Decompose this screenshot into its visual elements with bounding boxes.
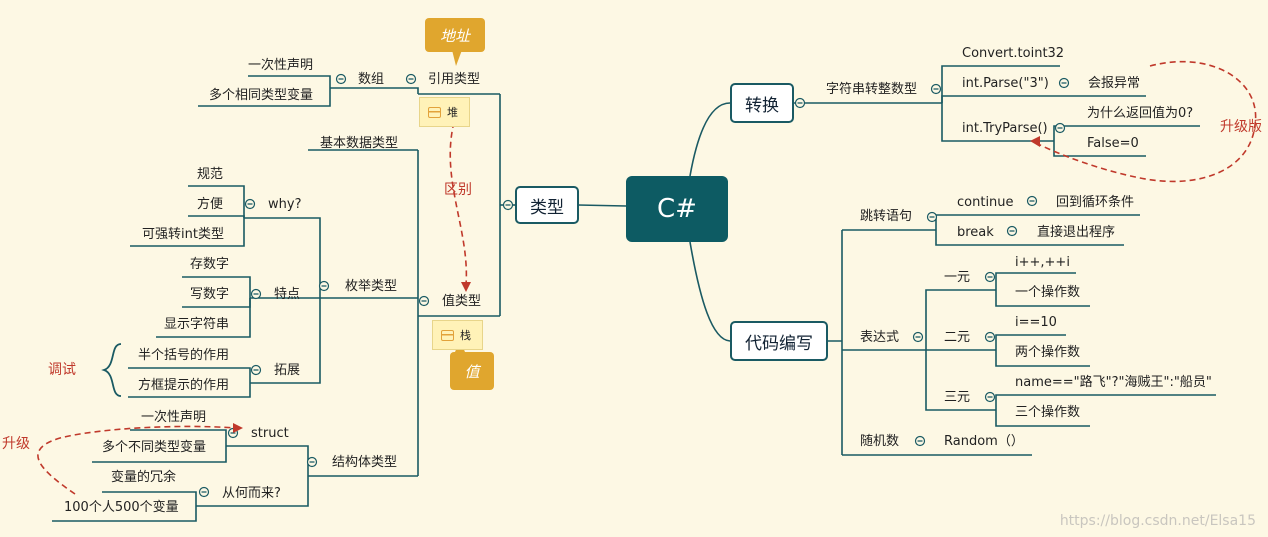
- value-tag-label: 值: [464, 362, 480, 381]
- center-label: C#: [657, 194, 697, 224]
- debug-label: 调试: [48, 362, 76, 378]
- why-label: why?: [268, 197, 302, 212]
- jump-note: 回到循环条件: [1056, 195, 1135, 210]
- jump-item: break: [957, 225, 994, 240]
- random-value: Random（）: [944, 434, 1024, 449]
- code-node: 代码编写: [730, 321, 828, 361]
- struct-child: 一次性声明: [141, 410, 207, 425]
- origin-child: 变量的冗余: [111, 470, 177, 485]
- unary-label: 一元: [944, 270, 971, 285]
- ternary-child: name=="路飞"?"海贼王":"船员": [1015, 375, 1212, 390]
- convert-sub: 字符串转整数型: [826, 82, 918, 97]
- jump-note: 直接退出程序: [1037, 225, 1116, 240]
- value-tag: 值: [450, 352, 494, 390]
- convert-label: 转换: [745, 95, 779, 116]
- array-child: 一次性声明: [248, 58, 314, 73]
- binary-child: 两个操作数: [1015, 345, 1081, 360]
- note-icon: [441, 329, 454, 341]
- ref-type: 引用类型: [428, 72, 481, 87]
- enum-label: 枚举类型: [345, 279, 398, 294]
- feature-child: 存数字: [190, 257, 230, 272]
- tryparse-note: False=0: [1087, 136, 1139, 151]
- extend-child: 半个括号的作用: [138, 348, 230, 363]
- code-label: 代码编写: [745, 333, 813, 354]
- diff-label: 区别: [444, 182, 472, 198]
- struct-child: 多个不同类型变量: [102, 440, 207, 455]
- jump-item: continue: [957, 195, 1014, 210]
- heap-note-label: 堆: [447, 106, 458, 119]
- address-tag: 地址: [425, 18, 485, 52]
- watermark: https://blog.csdn.net/Elsa15: [1059, 513, 1256, 529]
- struct-type-label: 结构体类型: [332, 455, 398, 470]
- unary-child: i++,++i: [1015, 255, 1070, 270]
- feature-child: 显示字符串: [164, 317, 230, 332]
- feature-label: 特点: [274, 287, 301, 302]
- binary-label: 二元: [944, 330, 971, 345]
- why-child: 方便: [197, 197, 224, 212]
- array-child: 多个相同类型变量: [209, 88, 314, 103]
- convert-item: int.TryParse(): [962, 121, 1048, 136]
- parse-note: 会报异常: [1088, 76, 1141, 91]
- type-node: 类型: [515, 186, 579, 224]
- ternary-label: 三元: [944, 390, 971, 405]
- upgrade-label: 升级: [2, 436, 30, 452]
- type-label: 类型: [530, 197, 564, 218]
- origin-label: 从何而来?: [222, 486, 281, 501]
- unary-child: 一个操作数: [1015, 285, 1081, 300]
- why-child: 规范: [197, 167, 224, 182]
- binary-child: i==10: [1015, 315, 1057, 330]
- ternary-child: 三个操作数: [1015, 405, 1081, 420]
- convert-item: int.Parse("3"): [962, 76, 1049, 91]
- expr-label: 表达式: [860, 330, 900, 345]
- why-child: 可强转int类型: [142, 227, 224, 242]
- address-tag-label: 地址: [439, 26, 470, 45]
- upgrade-version-label: 升级版: [1220, 119, 1262, 135]
- origin-child: 100个人500个变量: [64, 500, 179, 515]
- struct-label: struct: [251, 426, 289, 441]
- center-node: C#: [626, 176, 728, 242]
- convert-node: 转换: [730, 83, 794, 123]
- convert-item: Convert.toint32: [962, 46, 1065, 61]
- feature-child: 写数字: [190, 287, 230, 302]
- heap-note: 堆: [419, 97, 470, 127]
- tryparse-note: 为什么返回值为0?: [1087, 106, 1194, 121]
- extend-label: 拓展: [274, 363, 301, 378]
- random-label: 随机数: [860, 434, 900, 449]
- value-type: 值类型: [442, 294, 482, 309]
- stack-note-label: 栈: [460, 329, 471, 342]
- stack-note: 栈: [432, 320, 483, 350]
- array-label: 数组: [358, 72, 385, 87]
- jump-label: 跳转语句: [860, 209, 913, 224]
- extend-child: 方框提示的作用: [138, 378, 230, 393]
- basic-type: 基本数据类型: [320, 136, 399, 151]
- note-icon: [428, 106, 441, 118]
